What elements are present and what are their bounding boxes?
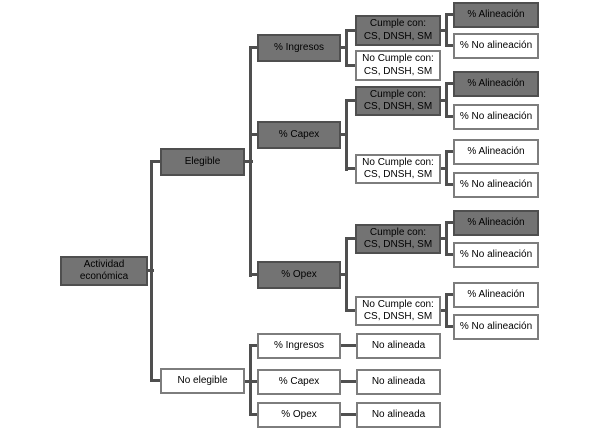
connector (345, 64, 355, 67)
connector (445, 13, 448, 47)
node-ingresos-cumple-alineacion: % Alineación (453, 2, 539, 28)
node-opex-cumple-no-alineacion: % No alineación (453, 242, 539, 268)
connector (345, 99, 355, 102)
connector (341, 380, 356, 383)
connector (341, 413, 356, 416)
connector (445, 82, 453, 85)
node-no-elegible-capex: % Capex (257, 369, 341, 395)
connector (445, 150, 453, 153)
node-ingresos-no-cumple: No Cumple con: CS, DNSH, SM (355, 50, 441, 81)
connector (441, 309, 448, 312)
node-elegible-capex: % Capex (257, 121, 341, 149)
connector (441, 99, 448, 102)
node-elegible-opex: % Opex (257, 261, 341, 289)
connector (445, 221, 448, 256)
node-ingresos-cumple-no-alineacion: % No alineación (453, 33, 539, 59)
node-capex-no-cumple-no-alineacion: % No alineación (453, 172, 539, 198)
node-opex-cumple-alineacion: % Alineación (453, 210, 539, 236)
node-capex-no-cumple: No Cumple con: CS, DNSH, SM (355, 154, 441, 184)
connector (445, 82, 448, 118)
connector (249, 380, 257, 383)
connector (249, 133, 257, 136)
node-capex-no-cumple-alineacion: % Alineación (453, 139, 539, 165)
connector (445, 293, 448, 328)
connector (249, 344, 257, 347)
connector (441, 167, 448, 170)
node-actividad-economica: Actividad económica (60, 256, 148, 286)
node-ingresos-cumple: Cumple con: CS, DNSH, SM (355, 15, 441, 46)
connector (441, 237, 448, 240)
node-capex-cumple-no-alineacion: % No alineación (453, 104, 539, 130)
connector (150, 160, 153, 382)
connector (345, 237, 355, 240)
node-no-elegible-ingresos: % Ingresos (257, 333, 341, 359)
connector (341, 273, 348, 276)
node-capex-cumple: Cumple con: CS, DNSH, SM (355, 86, 441, 116)
connector (150, 160, 160, 163)
node-no-alineada-ingresos: No alineada (356, 333, 441, 359)
node-no-alineada-capex: No alineada (356, 369, 441, 395)
connector (341, 344, 356, 347)
connector (445, 115, 453, 118)
connector (445, 221, 453, 224)
node-no-elegible-opex: % Opex (257, 402, 341, 428)
connector (341, 133, 348, 136)
connector (249, 46, 257, 49)
node-elegible-ingresos: % Ingresos (257, 34, 341, 62)
connector (345, 29, 355, 32)
connector (445, 325, 453, 328)
connector (345, 29, 348, 67)
connector (345, 99, 348, 171)
node-opex-no-cumple: No Cumple con: CS, DNSH, SM (355, 296, 441, 326)
connector (249, 413, 257, 416)
connector (341, 46, 348, 49)
node-elegible: Elegible (160, 148, 245, 176)
node-no-alineada-opex: No alineada (356, 402, 441, 428)
node-opex-no-cumple-no-alineacion: % No alineación (453, 314, 539, 340)
connector (445, 253, 453, 256)
node-no-elegible: No elegible (160, 368, 245, 394)
connector (445, 293, 453, 296)
connector (150, 379, 160, 382)
connector (249, 273, 257, 276)
connector (249, 46, 252, 277)
connector (345, 309, 355, 312)
connector (445, 150, 448, 186)
node-capex-cumple-alineacion: % Alineación (453, 71, 539, 97)
node-opex-no-cumple-alineacion: % Alineación (453, 282, 539, 308)
connector (345, 237, 348, 312)
node-opex-cumple: Cumple con: CS, DNSH, SM (355, 224, 441, 254)
connector (445, 44, 453, 47)
connector (345, 167, 355, 170)
connector (445, 183, 453, 186)
connector (441, 29, 448, 32)
connector (445, 13, 453, 16)
